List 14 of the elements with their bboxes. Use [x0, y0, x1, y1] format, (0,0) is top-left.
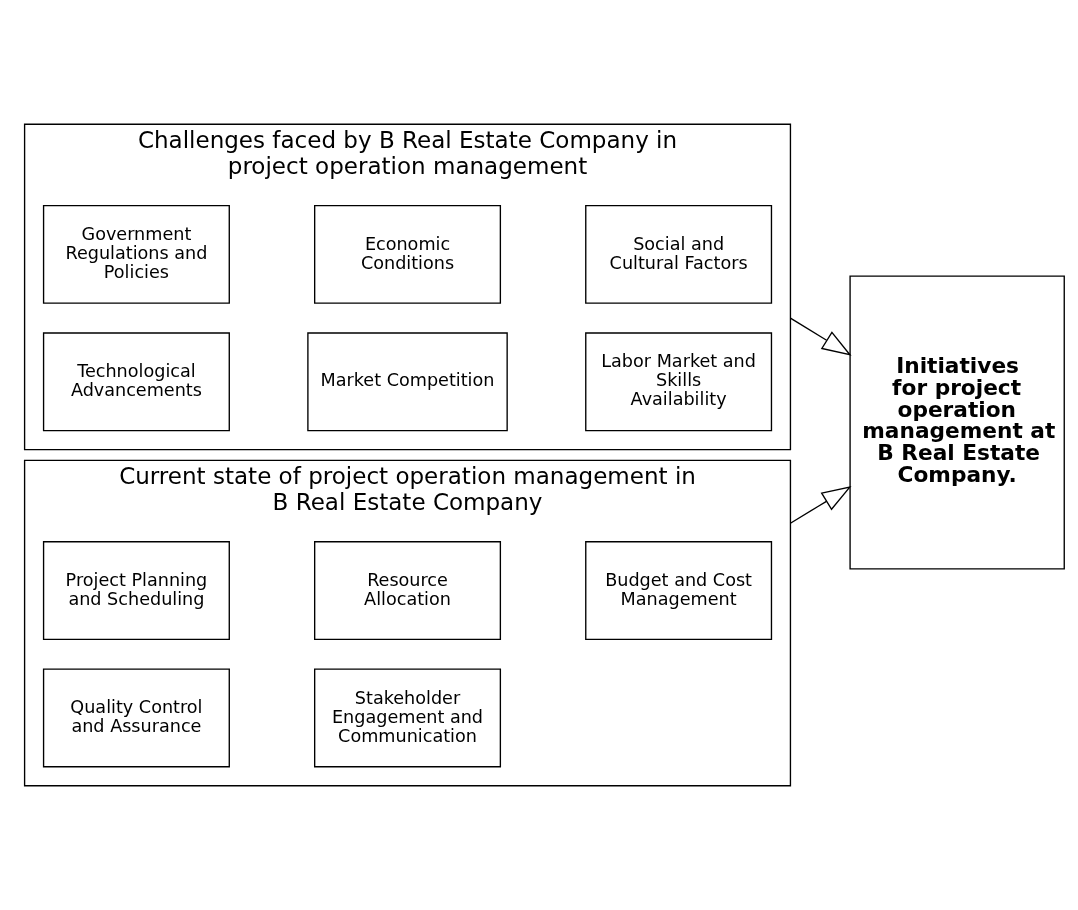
node-box: Labor Market and Skills Availability: [585, 332, 773, 432]
node-box: Initiatives for project operation management at B Real Estate Company.: [849, 275, 1065, 570]
node-box: Market Competition: [307, 332, 508, 432]
node-box: Resource Allocation: [314, 541, 502, 640]
node-box: Quality Control and Assurance: [42, 668, 230, 768]
node-box: Project Planning and Scheduling: [42, 541, 230, 640]
node-box: Social and Cultural Factors: [585, 204, 773, 304]
node-box: Economic Conditions: [314, 204, 502, 304]
node-box: Stakeholder Engagement and Communication: [314, 668, 502, 768]
node-box: Government Regulations and Policies: [42, 204, 230, 304]
node-box: Budget and Cost Management: [585, 541, 773, 640]
arrow: [789, 486, 852, 524]
arrow: [789, 317, 852, 356]
node-box: Technological Advancements: [42, 332, 230, 432]
